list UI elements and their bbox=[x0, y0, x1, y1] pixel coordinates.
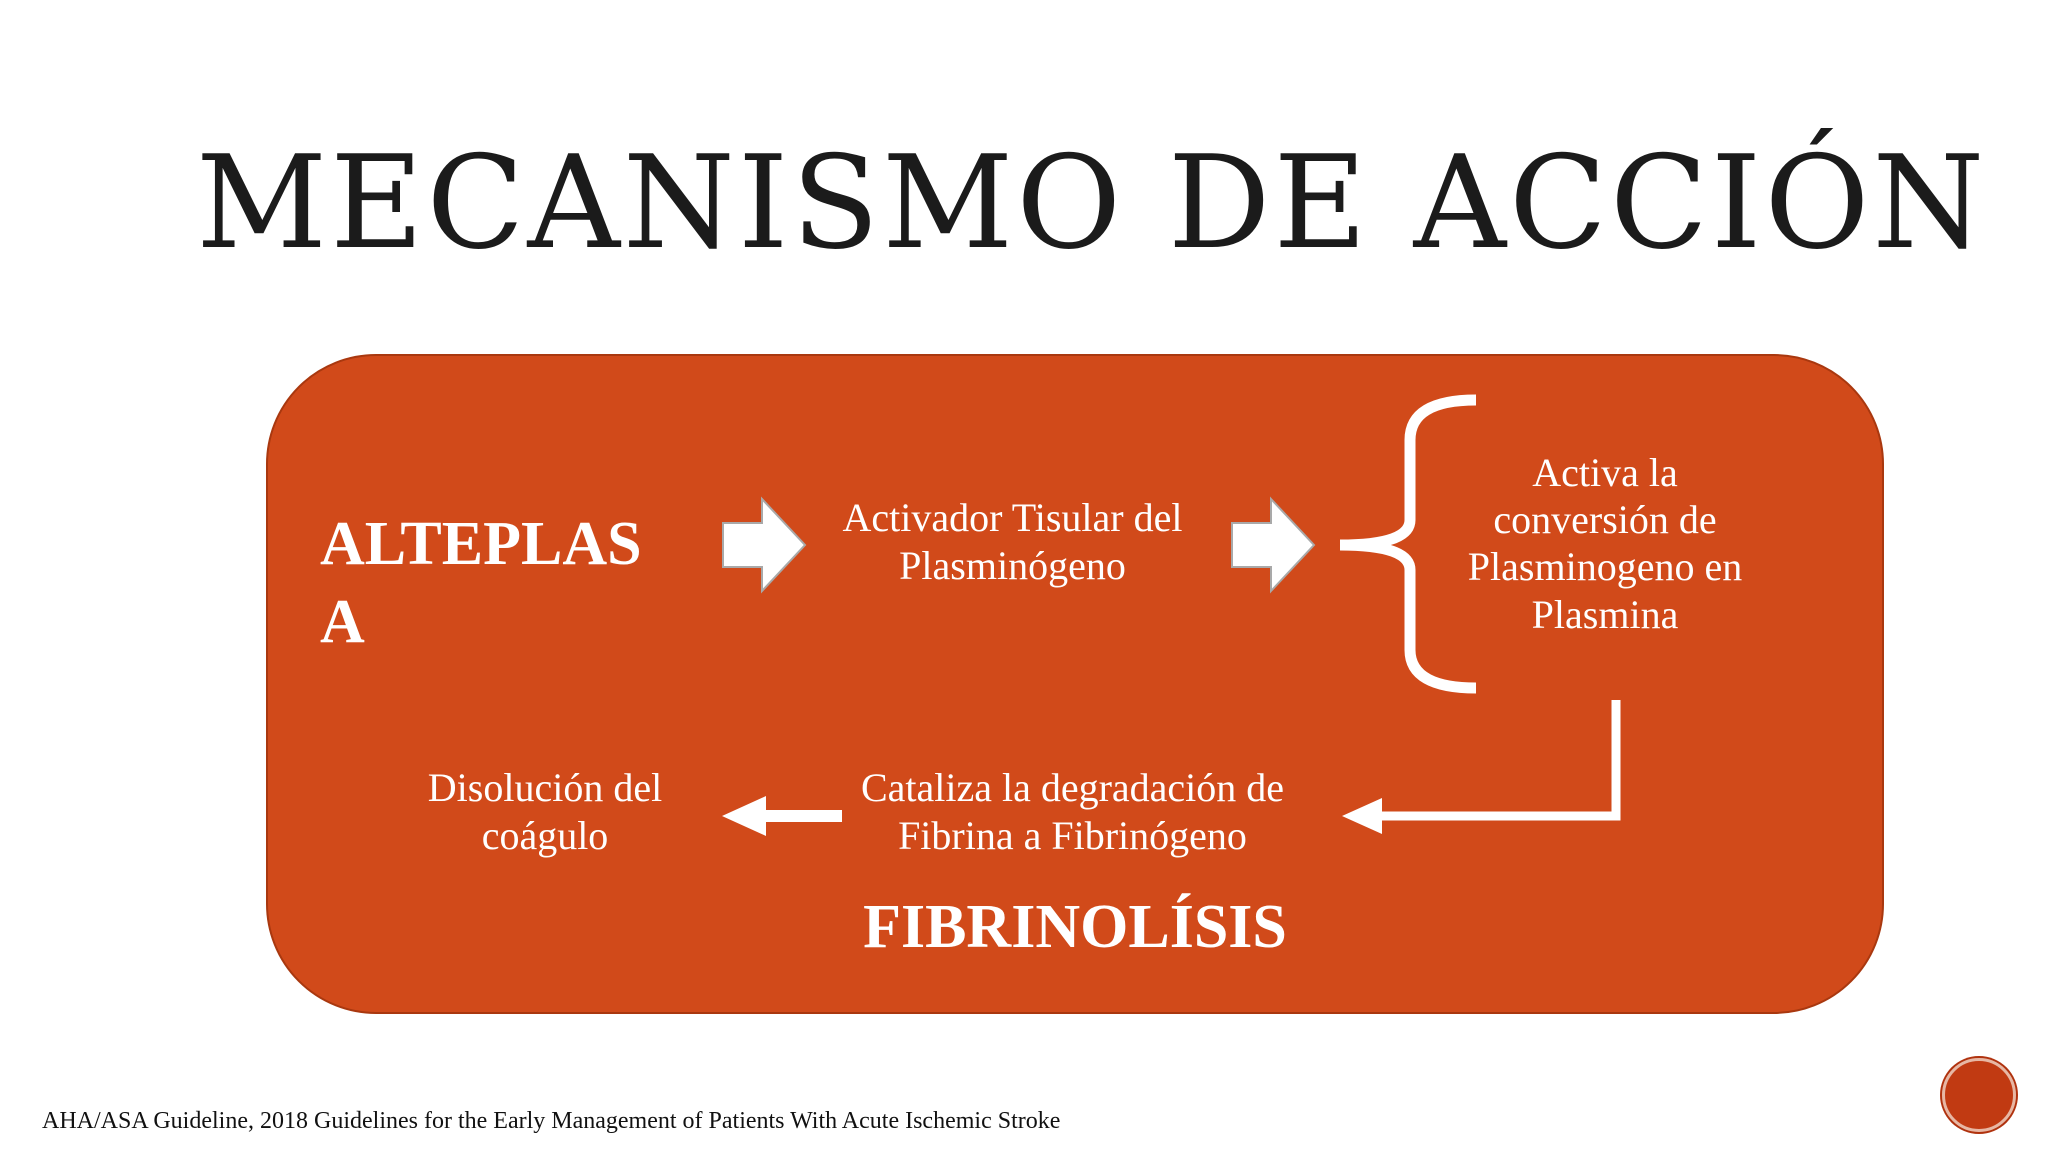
activator-text: Activador Tisular del Plasminógeno bbox=[842, 495, 1183, 588]
drug-name: ALTEPLASA bbox=[320, 510, 642, 656]
process-label: FIBRINOLÍSIS bbox=[863, 893, 1287, 961]
slide-title: MECANISMO DE ACCIÓN bbox=[196, 129, 1988, 278]
elbow-connector bbox=[1380, 700, 1621, 821]
dissolution-text: Disolución del coágulo bbox=[427, 765, 663, 858]
slide-number-badge bbox=[1942, 1058, 2016, 1132]
reference-citation: AHA/ASA Guideline, 2018 Guidelines for t… bbox=[42, 1108, 1061, 1134]
diagram-panel bbox=[266, 354, 1884, 1014]
left-arrowhead-icon bbox=[1342, 798, 1382, 834]
degradation-text: Cataliza la degradación de Fibrina a Fib… bbox=[860, 765, 1285, 858]
right-arrow-icon bbox=[1231, 496, 1316, 594]
conversion-text: Activa la conversión de Plasminogeno en … bbox=[1467, 450, 1743, 637]
right-arrow-icon bbox=[722, 496, 807, 594]
left-arrow-icon bbox=[722, 796, 842, 836]
curly-brace-icon bbox=[1339, 394, 1477, 694]
